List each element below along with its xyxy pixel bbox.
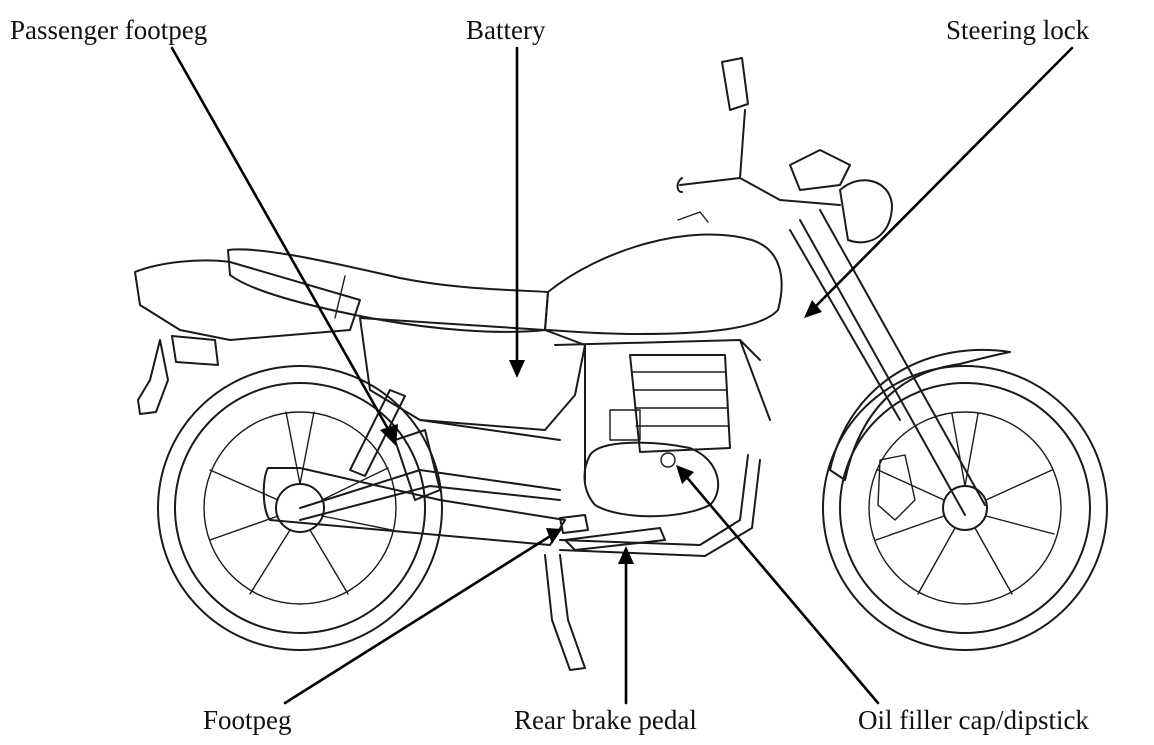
side-cover	[359, 317, 586, 431]
engine	[583, 354, 731, 518]
side-stand	[544, 554, 586, 671]
leader-lines	[170, 46, 1074, 705]
mirror	[721, 57, 749, 179]
rear-shock	[349, 389, 406, 477]
fuel-tank	[544, 233, 783, 335]
label-footpeg: Footpeg	[203, 705, 292, 735]
front-fork	[789, 209, 986, 516]
label-passenger-footpeg: Passenger footpeg	[10, 15, 208, 45]
label-battery: Battery	[466, 15, 546, 45]
frame	[419, 339, 771, 481]
brake-pedal-part	[564, 527, 666, 551]
passenger-footpeg-bracket	[394, 429, 441, 501]
rear-fender	[134, 259, 361, 341]
front-fender	[829, 348, 1011, 481]
label-oil-filler-cap: Oil filler cap/dipstick	[858, 705, 1089, 735]
front-wheel	[822, 365, 1108, 651]
muffler	[262, 467, 566, 546]
rear-mudguard	[137, 339, 169, 415]
label-steering-lock: Steering lock	[946, 15, 1090, 45]
handlebar	[676, 177, 841, 206]
tail-light	[171, 335, 219, 366]
swingarm	[299, 469, 561, 521]
instrument-cluster	[789, 149, 851, 191]
footpeg-part	[559, 514, 589, 534]
label-rear-brake-pedal: Rear brake pedal	[514, 705, 697, 735]
rear-wheel	[157, 365, 443, 651]
exhaust-pipe	[559, 454, 761, 557]
headlight	[839, 179, 893, 244]
